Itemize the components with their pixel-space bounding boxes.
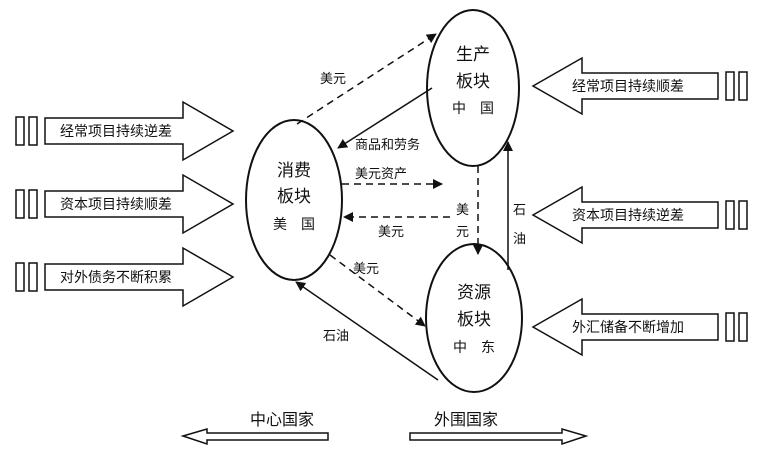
center-countries-arrow	[180, 428, 329, 446]
oil-left-label: 石油	[323, 329, 349, 344]
left-label-capital-surplus: 资本项目持续顺差	[60, 196, 172, 213]
oil-right-label-2: 油	[513, 232, 526, 247]
production-subtitle: 板块	[456, 72, 490, 92]
usd-vertical-label-2: 元	[456, 225, 469, 240]
right-indicator-2: 资本项目持续逆差	[531, 185, 748, 245]
left-label-debt-accumulation: 对外债务不断积累	[60, 270, 172, 286]
usd-from-china-label: 美元	[378, 225, 404, 240]
usd-assets-label: 美元资产	[355, 167, 407, 182]
usd-to-china-arrow	[296, 33, 437, 125]
resource-country: 中 东	[453, 340, 495, 356]
right-indicator-3: 外汇储备不断增加	[531, 297, 748, 357]
periphery-countries-arrow	[409, 428, 589, 446]
right-indicator-1: 经常项目持续顺差	[531, 56, 748, 116]
left-indicator-2: 资本项目持续顺差	[15, 173, 235, 235]
production-country: 中 国	[452, 101, 494, 117]
production-node	[426, 9, 520, 167]
right-label-reserves-increase: 外汇储备不断增加	[572, 319, 684, 336]
resource-subtitle: 板块	[457, 310, 491, 330]
usd-to-mideast-label: 美元	[353, 262, 379, 277]
goods-services-label: 商品和劳务	[355, 137, 420, 153]
right-label-current-surplus: 经常项目持续顺差	[572, 78, 684, 95]
right-label-capital-deficit: 资本项目持续逆差	[572, 207, 684, 224]
oil-left-arrow	[295, 281, 439, 381]
production-title: 生产	[456, 45, 490, 65]
periphery-countries-label: 外围国家	[434, 410, 498, 429]
oil-right-label-1: 石	[513, 203, 526, 218]
resource-title: 资源	[457, 283, 491, 303]
resource-node	[425, 243, 523, 393]
left-indicator-1: 经常项目持续逆差	[15, 100, 235, 162]
consumption-title: 消费	[277, 161, 311, 181]
left-indicator-3: 对外债务不断积累	[15, 246, 235, 308]
left-label-current-deficit: 经常项目持续逆差	[60, 123, 172, 140]
consumption-node	[245, 119, 343, 281]
goods-services-arrow	[337, 87, 433, 149]
consumption-subtitle: 板块	[277, 187, 311, 207]
usd-vertical-label-1: 美	[456, 203, 469, 218]
usd-to-china-label: 美元	[320, 72, 346, 87]
usd-to-mideast-arrow	[329, 254, 426, 327]
center-countries-label: 中心国家	[250, 410, 314, 429]
consumption-country: 美 国	[273, 217, 315, 233]
